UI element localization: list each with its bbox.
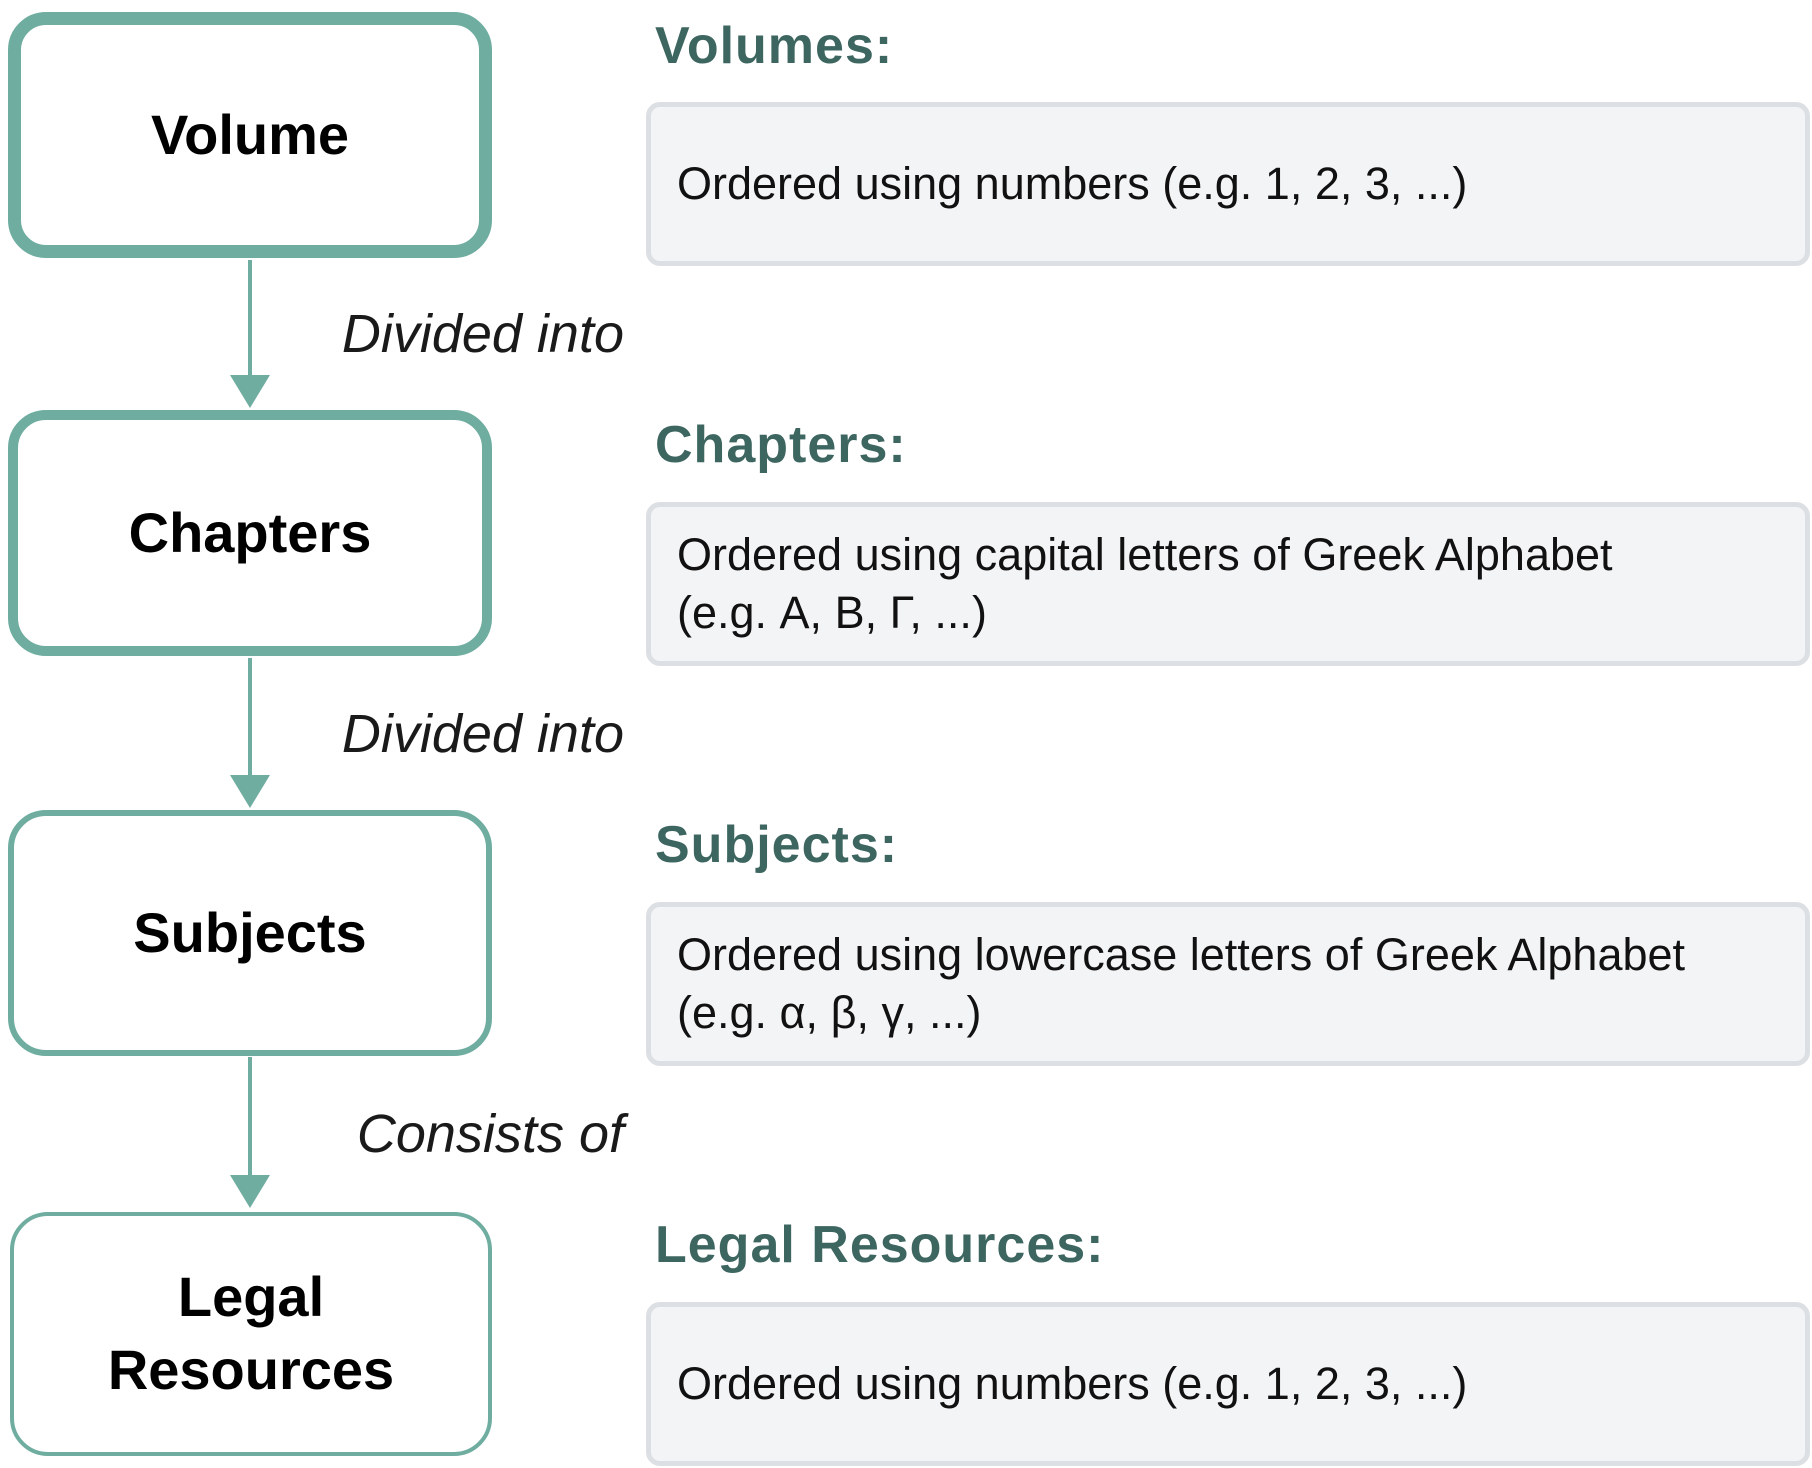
section-title-subjects: Subjects: [655,816,899,874]
node-volume: Volume [8,12,492,258]
desc-subjects-line-1: Ordered using lowercase letters of Greek… [677,928,1686,980]
desc-box-volumes: Ordered using numbers (e.g. 1, 2, 3, ...… [646,102,1810,266]
desc-subjects-line-2: (e.g. α, β, γ, ...) [677,987,982,1038]
edge-label-divided-into-1: Divided into [341,304,624,364]
node-subjects: Subjects [8,810,492,1056]
desc-box-chapters: Ordered using capital letters of Greek A… [646,502,1810,666]
edge-label-consists-of: Consists of [356,1104,624,1164]
desc-box-legal-resources: Ordered using numbers (e.g. 1, 2, 3, ...… [646,1302,1810,1466]
section-title-volumes: Volumes: [655,17,894,75]
desc-box-subjects: Ordered using lowercase letters of Greek… [646,902,1810,1066]
desc-chapters-line-1: Ordered using capital letters of Greek A… [677,528,1613,580]
node-volume-label: Volume [150,102,350,166]
node-legal-resources: Legal Resources [10,1212,492,1456]
arrowhead-chapters-subjects [230,775,270,808]
arrowhead-volume-chapters [230,375,270,408]
section-title-chapters: Chapters: [655,416,907,474]
desc-volumes-line-1: Ordered using numbers (e.g. 1, 2, 3, ...… [677,157,1468,209]
node-chapters-label: Chapters [128,500,372,564]
section-title-legal-resources: Legal Resources: [655,1216,1105,1274]
desc-chapters-line-2: (e.g. Α, Β, Γ, ...) [677,587,987,638]
node-legal-resources-label: Legal Resources [107,1265,395,1401]
edge-label-divided-into-2: Divided into [341,704,624,764]
arrowhead-subjects-legal [230,1175,270,1208]
node-subjects-label: Subjects [133,900,367,964]
desc-legal-resources-line-1: Ordered using numbers (e.g. 1, 2, 3, ...… [677,1357,1468,1409]
node-chapters: Chapters [8,410,492,656]
